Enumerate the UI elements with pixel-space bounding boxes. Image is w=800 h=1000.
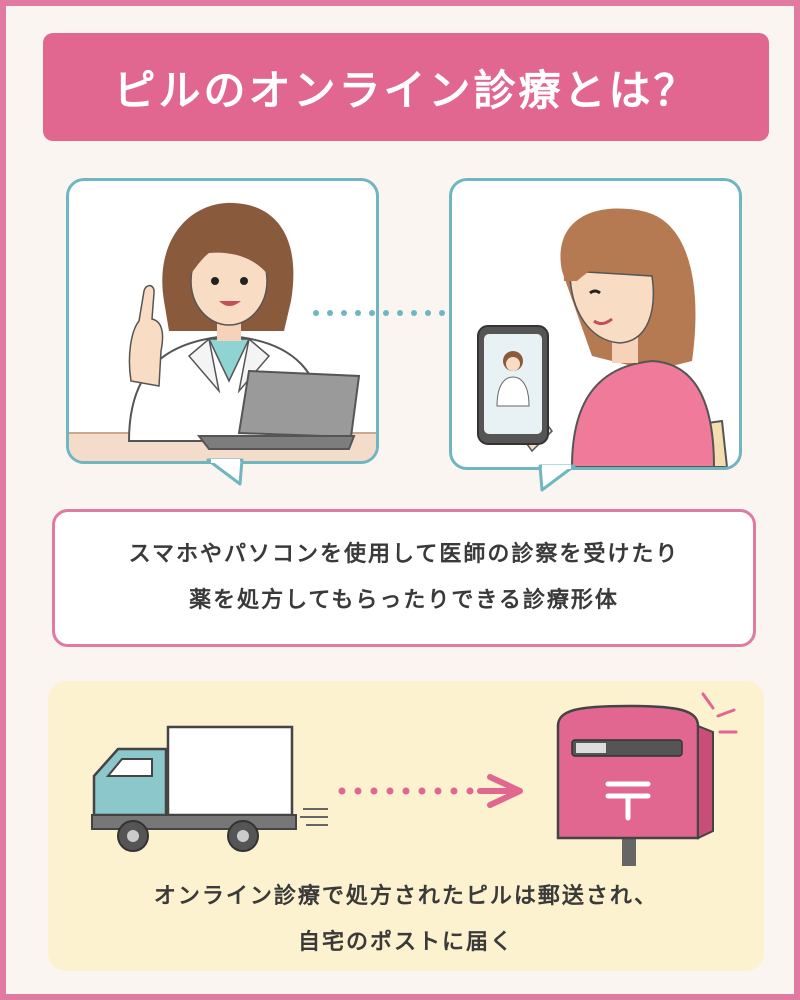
doctor-panel-tail [206, 458, 244, 486]
page-title: ピルのオンライン診療とは？ [113, 65, 699, 115]
connection-dots [313, 310, 445, 316]
description-line-1: スマホやパソコンを使用して医師の診察を受けたり [128, 542, 680, 567]
description-box: スマホやパソコンを使用して医師の診察を受けたり 薬を処方してもらったりできる診療… [52, 509, 756, 647]
mailbox-icon [556, 692, 738, 866]
delivery-arrow [338, 774, 523, 808]
delivery-box: オンライン診療で処方されたピルは郵送され、 自宅のポストに届く [48, 681, 764, 971]
doctor-panel [66, 178, 379, 464]
patient-panel-tail [538, 464, 576, 492]
patient-panel [449, 178, 742, 470]
title-banner: ピルのオンライン診療とは？ [43, 33, 769, 141]
description-line-2: 薬を処方してもらったりできる診療形体 [189, 588, 619, 613]
patient-illustration [477, 208, 729, 467]
delivery-line-2: 自宅のポストに届く [297, 930, 514, 955]
delivery-line-1: オンライン診療で処方されたピルは郵送され、 [153, 884, 659, 909]
delivery-truck-icon [91, 725, 328, 852]
doctor-illustration [69, 202, 376, 461]
